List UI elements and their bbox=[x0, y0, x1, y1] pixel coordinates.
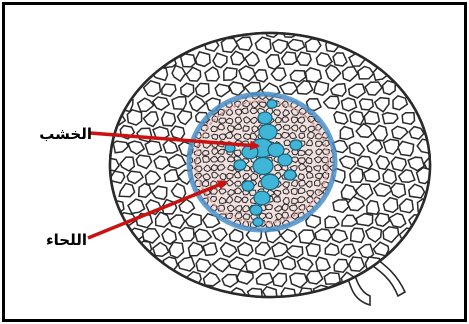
cell bbox=[203, 243, 217, 255]
cell bbox=[357, 156, 372, 169]
cell bbox=[391, 183, 406, 197]
cell bbox=[398, 141, 414, 155]
cell bbox=[171, 126, 185, 139]
cell bbox=[334, 112, 348, 124]
cell bbox=[364, 111, 379, 124]
xylem-vessel bbox=[284, 170, 296, 180]
cell bbox=[383, 169, 396, 184]
xylem-vessel bbox=[250, 205, 262, 215]
cell bbox=[172, 97, 186, 110]
xylem-vessel bbox=[267, 100, 277, 109]
cell bbox=[350, 111, 364, 125]
cell bbox=[181, 54, 196, 67]
cell bbox=[391, 157, 406, 171]
cell bbox=[324, 273, 340, 284]
cell bbox=[196, 83, 209, 96]
cell bbox=[306, 243, 320, 256]
cell bbox=[266, 55, 280, 69]
cell bbox=[255, 70, 268, 82]
xylem-vessel bbox=[253, 158, 273, 175]
xylem-vessel bbox=[254, 191, 270, 205]
cell bbox=[349, 257, 364, 271]
xylem-vessel bbox=[290, 140, 302, 150]
cell bbox=[224, 68, 237, 81]
xylem-vessel bbox=[261, 174, 279, 189]
cell bbox=[196, 52, 211, 67]
cell bbox=[340, 127, 353, 140]
cell bbox=[306, 68, 322, 83]
cell bbox=[351, 228, 365, 242]
cell bbox=[342, 98, 357, 111]
xylem-vessel bbox=[278, 154, 292, 166]
phloem-label: اللحاء bbox=[46, 231, 87, 249]
xylem-vessel bbox=[234, 160, 246, 170]
cell bbox=[367, 201, 379, 215]
xylem-vessel bbox=[242, 181, 254, 191]
xylem-label: الخشب bbox=[39, 125, 92, 143]
cell bbox=[111, 171, 125, 183]
cell bbox=[360, 99, 374, 110]
cell bbox=[299, 230, 315, 243]
cell bbox=[402, 113, 414, 125]
xylem-vessel bbox=[258, 112, 272, 124]
cell bbox=[315, 229, 331, 242]
cell bbox=[383, 81, 396, 95]
xylem-vessel bbox=[253, 218, 263, 227]
cell bbox=[127, 110, 141, 125]
cell bbox=[248, 288, 263, 299]
xylem-vessel bbox=[259, 124, 277, 139]
cell bbox=[162, 112, 176, 126]
